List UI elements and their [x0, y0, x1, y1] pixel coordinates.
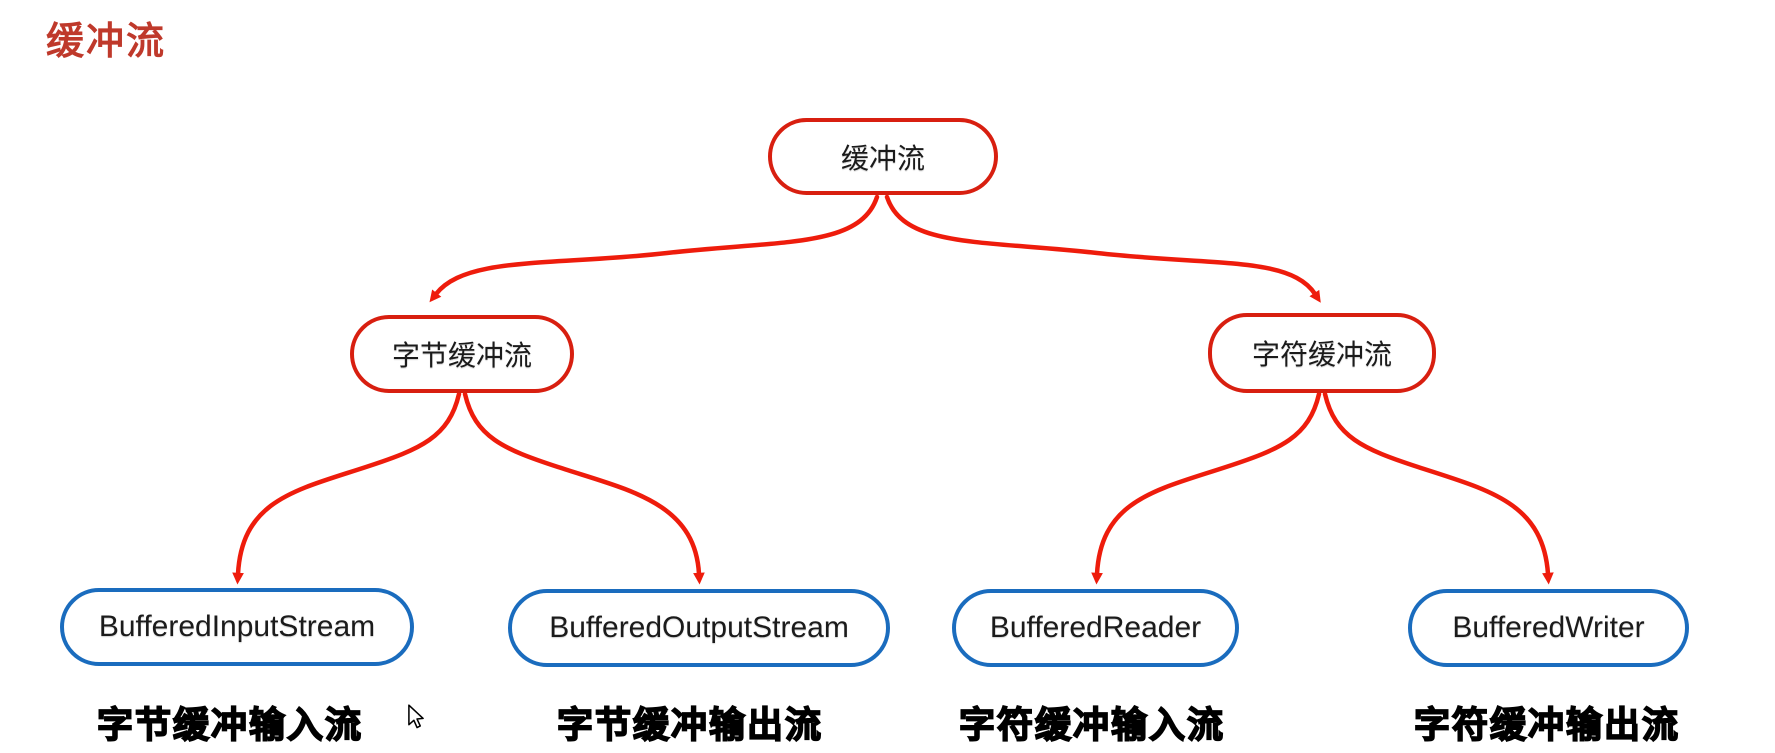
mouse-cursor-icon [408, 704, 424, 729]
caption-char-buffered-output: 字符缓冲输出流 [1413, 703, 1680, 746]
node-buffered-input-stream[interactable]: BufferedInputStream [60, 588, 414, 666]
arrow-char-to-bufferedwriter [1322, 391, 1554, 585]
node-buffered-stream-root[interactable]: 缓冲流 [768, 118, 998, 195]
node-label: BufferedWriter [1452, 611, 1645, 644]
node-label: BufferedOutputStream [549, 611, 849, 644]
node-buffered-reader[interactable]: BufferedReader [952, 589, 1239, 667]
node-buffered-output-stream[interactable]: BufferedOutputStream [508, 589, 890, 667]
node-label: 字节缓冲流 [391, 340, 532, 371]
arrow-byte-to-bufferedoutputstream [462, 391, 705, 585]
node-char-buffered-stream[interactable]: 字符缓冲流 [1208, 313, 1436, 393]
caption-byte-buffered-input: 字节缓冲输入流 [96, 703, 363, 746]
node-byte-buffered-stream[interactable]: 字节缓冲流 [350, 315, 574, 393]
node-label: BufferedReader [989, 611, 1202, 644]
arrow-root-to-char-buffered [884, 194, 1321, 303]
arrow-root-to-byte-buffered [429, 194, 880, 303]
node-label: 字符缓冲流 [1251, 339, 1392, 370]
arrow-char-to-bufferedreader [1091, 391, 1322, 585]
node-label: BufferedInputStream [98, 610, 376, 643]
node-label: 缓冲流 [840, 142, 925, 174]
caption-char-buffered-input: 字符缓冲输入流 [958, 703, 1225, 746]
arrow-byte-to-bufferedinputstream [232, 391, 462, 585]
node-buffered-writer[interactable]: BufferedWriter [1408, 589, 1689, 667]
caption-byte-buffered-output: 字节缓冲输出流 [556, 703, 823, 746]
page-title: 缓冲流 [46, 21, 167, 63]
